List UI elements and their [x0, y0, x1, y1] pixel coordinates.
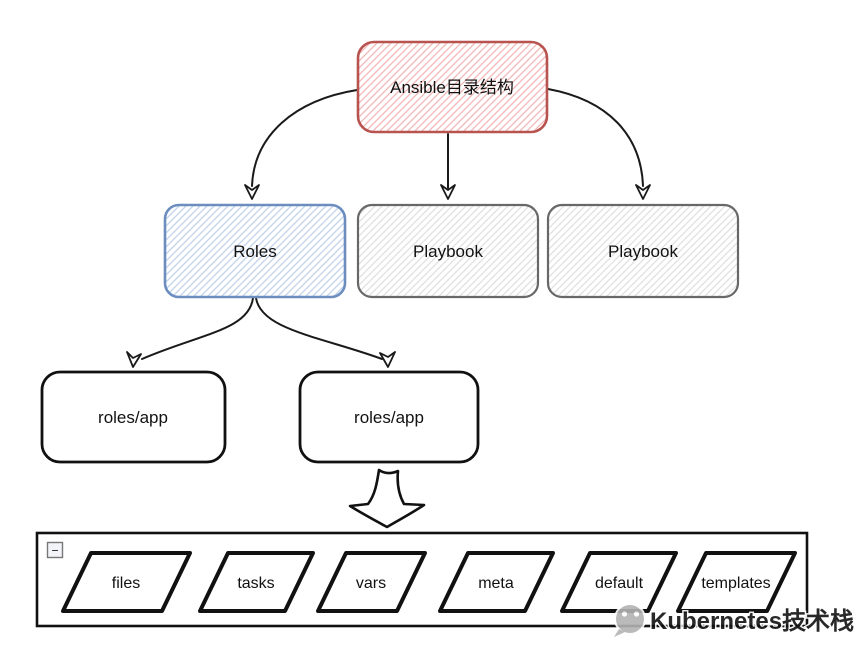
node-playbook-left-box: [356, 203, 540, 299]
folder-meta-label: meta: [478, 575, 514, 592]
arrowhead-app-right: [379, 351, 396, 368]
folder-group: − files tasks vars meta default template…: [35, 531, 809, 628]
collapse-button[interactable]: −: [46, 541, 64, 559]
node-ansible-root: Ansible目录结构: [356, 40, 549, 134]
folder-shape-files: files: [61, 551, 192, 613]
block-down-arrow: [348, 468, 426, 529]
node-roles-app-right-label: roles/app: [354, 408, 424, 427]
folder-vars-outline: [316, 551, 427, 613]
node-playbook-right-box: [546, 203, 740, 299]
node-roles-app-right-box: [298, 370, 480, 464]
folder-shape-meta: meta: [438, 551, 555, 613]
edge-roles-to-app-left: [141, 297, 254, 360]
collapse-minus-icon: −: [51, 544, 58, 558]
node-playbook-left: Playbook: [356, 203, 540, 299]
folder-vars-label: vars: [356, 575, 386, 592]
wechat-icon: [614, 603, 646, 637]
folder-shape-vars: vars: [316, 551, 427, 613]
folder-templates-outline: [676, 551, 797, 613]
node-ansible-root-label: Ansible目录结构: [390, 78, 514, 97]
arrowhead-app-left: [126, 351, 142, 368]
watermark: Kubernetes技术栈: [614, 603, 856, 637]
folder-default-label: default: [595, 575, 644, 592]
folder-shape-templates: templates: [676, 551, 797, 613]
node-roles-app-left-label: roles/app: [98, 408, 168, 427]
folder-tasks-outline: [198, 551, 315, 613]
folder-files-label: files: [112, 575, 140, 592]
edge-roles-to-app-right: [255, 297, 383, 360]
folder-tasks-label: tasks: [237, 575, 274, 592]
edge-root-to-playbook-right: [547, 88, 644, 187]
folder-shape-tasks: tasks: [198, 551, 315, 613]
folder-files-outline: [61, 551, 192, 613]
node-playbook-right-label: Playbook: [608, 242, 678, 261]
collapse-button-box[interactable]: [46, 541, 64, 559]
node-roles-label: Roles: [233, 242, 276, 261]
node-roles: Roles: [163, 203, 347, 299]
node-playbook-right: Playbook: [546, 203, 740, 299]
node-roles-app-left: roles/app: [40, 370, 227, 464]
node-roles-box: [163, 203, 347, 299]
node-ansible-root-box: [356, 40, 549, 134]
node-roles-app-right: roles/app: [298, 370, 480, 464]
node-playbook-left-label: Playbook: [413, 242, 483, 261]
watermark-label: Kubernetes技术栈: [650, 608, 854, 635]
edge-root-to-roles: [251, 89, 358, 187]
folder-templates-label: templates: [701, 575, 770, 592]
arrowhead-playbook-right: [635, 184, 651, 200]
arrowhead-playbook-left: [440, 184, 456, 200]
arrowhead-roles: [244, 184, 260, 200]
node-roles-app-left-box: [40, 370, 227, 464]
folder-meta-outline: [438, 551, 555, 613]
